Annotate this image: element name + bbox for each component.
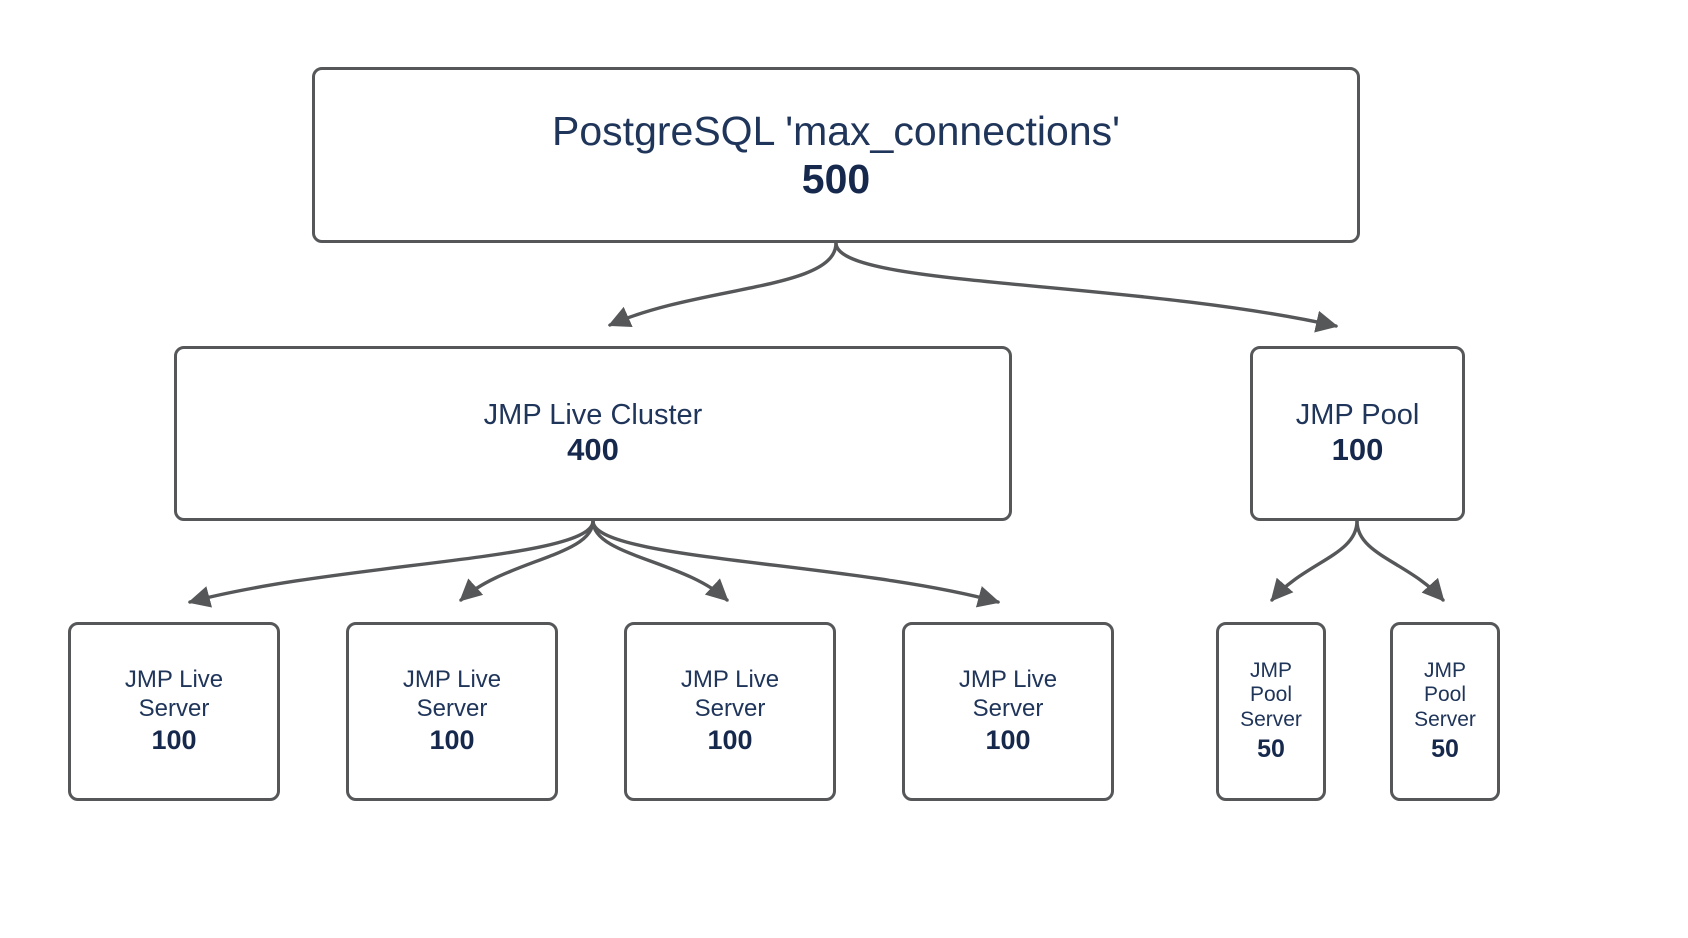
edge-pool-to-pool-server-2 [1355,519,1445,602]
node-value: 100 [151,724,197,755]
edge-root-to-live-cluster [607,241,838,328]
node-jmp-pool-server-2[interactable]: JMP Pool Server 50 [1390,622,1500,801]
node-value: 400 [567,432,619,468]
edge-live-cluster-to-server-2 [459,519,595,602]
node-label: JMP Pool Server [1240,658,1302,732]
node-jmp-live-cluster[interactable]: JMP Live Cluster 400 [174,346,1012,521]
node-label: PostgreSQL 'max_connections' [552,107,1120,154]
node-label: JMP Pool [1295,399,1420,432]
node-jmp-pool[interactable]: JMP Pool 100 [1250,346,1465,521]
node-value: 500 [801,156,871,202]
node-jmp-live-server-3[interactable]: JMP Live Server 100 [624,622,836,801]
node-value: 100 [1331,432,1384,468]
node-value: 100 [985,724,1031,755]
node-label: JMP Live Server [680,666,780,722]
node-postgresql-max-connections[interactable]: PostgreSQL 'max_connections' 500 [312,67,1360,243]
node-label: JMP Pool Server [1414,658,1476,732]
node-value: 100 [707,724,753,755]
node-label: JMP Live Server [124,666,224,722]
node-jmp-live-server-2[interactable]: JMP Live Server 100 [346,622,558,801]
edge-live-cluster-to-server-1 [187,519,595,608]
node-jmp-live-server-1[interactable]: JMP Live Server 100 [68,622,280,801]
node-label: JMP Live Server [402,666,502,722]
edge-live-cluster-to-server-4 [591,519,1001,608]
node-value: 50 [1257,734,1285,763]
node-label: JMP Live Server [958,666,1058,722]
edge-pool-to-pool-server-1 [1270,519,1359,602]
node-value: 100 [429,724,475,755]
node-jmp-pool-server-1[interactable]: JMP Pool Server 50 [1216,622,1326,801]
node-jmp-live-server-4[interactable]: JMP Live Server 100 [902,622,1114,801]
edge-root-to-pool [834,241,1339,333]
edge-live-cluster-to-server-3 [591,519,729,602]
node-value: 50 [1431,734,1459,763]
node-label: JMP Live Cluster [483,399,703,432]
